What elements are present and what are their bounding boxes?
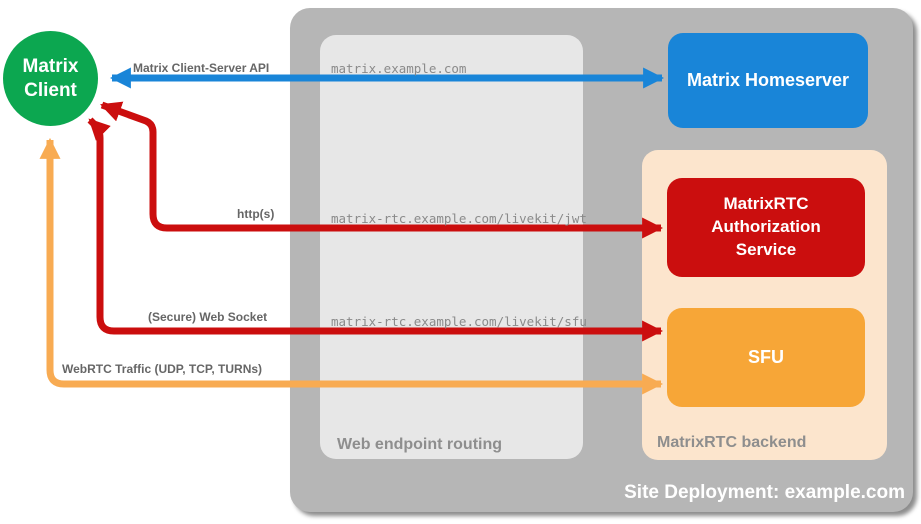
matrixrtc-authorization-service-label: MatrixRTC Authorization Service bbox=[711, 194, 821, 259]
endpoint-matrix-domain: matrix.example.com bbox=[331, 61, 467, 76]
client-server-api-arrow-label: Matrix Client-Server API bbox=[133, 61, 270, 75]
endpoint-livekit-jwt: matrix-rtc.example.com/livekit/jwt bbox=[331, 211, 587, 226]
matrix-homeserver-node: Matrix Homeserver bbox=[668, 33, 868, 128]
web-endpoint-routing-caption: Web endpoint routing bbox=[337, 436, 503, 453]
endpoint-livekit-sfu: matrix-rtc.example.com/livekit/sfu bbox=[331, 314, 587, 329]
sfu-label: SFU bbox=[748, 347, 784, 367]
webrtc-traffic-arrow-label: WebRTC Traffic (UDP, TCP, TURNs) bbox=[62, 362, 263, 376]
matrix-homeserver-label: Matrix Homeserver bbox=[686, 70, 850, 90]
web-endpoint-routing-panel bbox=[320, 35, 583, 459]
https-arrow-label: http(s) bbox=[237, 207, 275, 221]
matrix-client-node: Matrix Client bbox=[3, 31, 98, 126]
matrixrtc-backend-caption: MatrixRTC backend bbox=[657, 434, 807, 451]
matrix-client-label: Matrix Client bbox=[22, 55, 79, 101]
matrixrtc-authorization-service-node: MatrixRTC Authorization Service bbox=[667, 178, 865, 277]
websocket-arrow-label: (Secure) Web Socket bbox=[148, 310, 268, 324]
site-deployment-caption: Site Deployment: example.com bbox=[624, 482, 905, 503]
sfu-node: SFU bbox=[667, 308, 865, 407]
